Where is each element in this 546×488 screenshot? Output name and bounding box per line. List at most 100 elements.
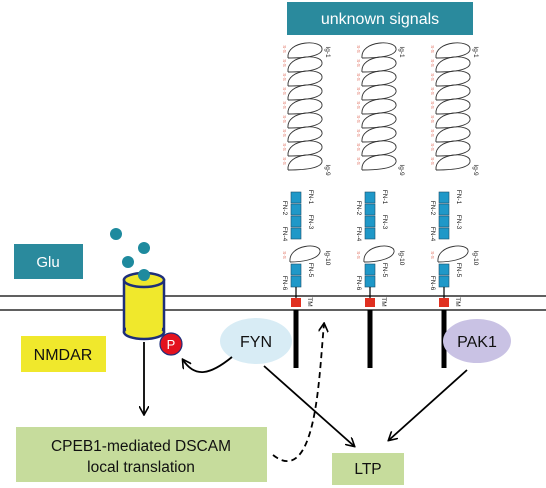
- fyn-label: FYN: [240, 334, 272, 351]
- disulfide-label: S-S: [282, 45, 287, 53]
- fn-domain-box: [364, 263, 376, 276]
- tm-domain-box: [365, 298, 375, 307]
- pak1-label: PAK1: [457, 334, 497, 351]
- disulfide-label: S-S: [430, 129, 435, 137]
- fn-domain-box: [290, 227, 302, 240]
- ig10-label: Ig-10: [398, 251, 405, 266]
- ig-domain-loop: [287, 112, 323, 129]
- tm-label: TM: [306, 297, 313, 306]
- ig-domain-loop: [435, 56, 471, 73]
- bound-glutamate-dot: [138, 269, 150, 281]
- disulfide-label: S-S: [282, 59, 287, 67]
- ig-domain-loop: [287, 98, 323, 115]
- fn-domain-box: [364, 191, 376, 204]
- fn-domain-box: [290, 203, 302, 216]
- disulfide-label: S-S: [356, 101, 361, 109]
- disulfide-label: S-S: [282, 101, 287, 109]
- fyn-kinase: FYN: [220, 318, 292, 364]
- dscam-receptor-3: S-SS-SS-SS-SS-SS-SS-SS-SS-SS-SIg-1Ig-9Ig…: [429, 42, 479, 368]
- disulfide-label: S-S: [430, 45, 435, 53]
- fn-domain-box: [364, 227, 376, 240]
- disulfide-label: S-S: [282, 87, 287, 95]
- fn-domain-box: [290, 263, 302, 276]
- ig-domain-loop: [287, 84, 323, 101]
- ig-domain-loop: [287, 126, 323, 143]
- ig-domain-loop: [435, 126, 471, 143]
- ig-domain-loop: [361, 56, 397, 73]
- disulfide-label: S-S: [430, 157, 435, 165]
- disulfide-label: S-S: [430, 73, 435, 81]
- fn2-label: FN-2: [355, 201, 362, 216]
- ig1-label: Ig-1: [398, 46, 405, 58]
- ig-domain-loop: [361, 112, 397, 129]
- fn4-label: FN-4: [355, 227, 362, 242]
- disulfide-label: S-S: [282, 129, 287, 137]
- unknown-signals-label: unknown signals: [321, 11, 439, 28]
- disulfide-label: S-S: [356, 59, 361, 67]
- fn1-label: FN-1: [455, 190, 462, 205]
- disulfide-label: S-S: [430, 251, 435, 259]
- disulfide-label: S-S: [282, 157, 287, 165]
- fn-domain-box: [438, 275, 450, 288]
- ig10-domain-loop: [363, 245, 395, 263]
- ig-domain-loop: [435, 154, 471, 171]
- cpeb1-label-line2: local translation: [87, 459, 195, 476]
- ig1-label: Ig-1: [324, 46, 331, 58]
- dscam-receptor-1: S-SS-SS-SS-SS-SS-SS-SS-SS-SS-SIg-1Ig-9Ig…: [281, 42, 331, 368]
- phosphate-badge: P: [159, 332, 183, 356]
- glu-box: Glu: [14, 244, 83, 279]
- ig-domain-loop: [361, 42, 397, 59]
- fn3-label: FN-3: [307, 215, 314, 230]
- ig-domain-loop: [361, 126, 397, 143]
- fn-domain-box: [438, 191, 450, 204]
- disulfide-label: S-S: [282, 115, 287, 123]
- ig9-label: Ig-9: [472, 164, 479, 176]
- ig9-label: Ig-9: [398, 164, 405, 176]
- cytoplasmic-tail: [293, 310, 299, 368]
- disulfide-label: S-S: [356, 129, 361, 137]
- fn1-label: FN-1: [307, 190, 314, 205]
- fn1-label: FN-1: [381, 190, 388, 205]
- tm-domain-box: [291, 298, 301, 307]
- fn6-label: FN-6: [355, 276, 362, 291]
- disulfide-label: S-S: [356, 157, 361, 165]
- ig-domain-loop: [361, 140, 397, 157]
- fn-domain-box: [438, 263, 450, 276]
- fn2-label: FN-2: [281, 201, 288, 216]
- arrow-pak1-to-ltp: [389, 369, 468, 440]
- nmdar-label: NMDAR: [34, 347, 93, 364]
- tm-domain-box: [439, 298, 449, 307]
- disulfide-label: S-S: [356, 45, 361, 53]
- tm-label: TM: [380, 297, 387, 306]
- ig-domain-loop: [287, 140, 323, 157]
- phosphate-label: P: [167, 337, 176, 352]
- arrow-fyn-to-ltp: [263, 365, 354, 446]
- ig10-domain-loop: [437, 245, 469, 263]
- ig-domain-loop: [435, 70, 471, 87]
- ig10-label: Ig-10: [472, 251, 479, 266]
- ig-domain-loop: [435, 84, 471, 101]
- ig10-label: Ig-10: [324, 251, 331, 266]
- fn5-label: FN-5: [381, 263, 388, 278]
- cpeb1-label-line1: CPEB1-mediated DSCAM: [51, 438, 231, 455]
- disulfide-label: S-S: [282, 251, 287, 259]
- disulfide-label: S-S: [356, 115, 361, 123]
- cpeb1-translation-box: CPEB1-mediated DSCAM local translation: [16, 427, 267, 482]
- tm-label: TM: [454, 297, 461, 306]
- glutamate-dot: [110, 228, 122, 240]
- ltp-label: LTP: [354, 461, 381, 478]
- disulfide-label: S-S: [430, 87, 435, 95]
- disulfide-label: S-S: [430, 59, 435, 67]
- arrow-cpeb1-to-membrane-dashed: [272, 324, 324, 462]
- ig-domain-loop: [435, 42, 471, 59]
- fn3-label: FN-3: [455, 215, 462, 230]
- ig10-domain-loop: [289, 245, 321, 263]
- ig-domain-loop: [435, 140, 471, 157]
- fn-domain-box: [290, 215, 302, 228]
- ig9-label: Ig-9: [324, 164, 331, 176]
- fn-domain-box: [290, 191, 302, 204]
- disulfide-label: S-S: [430, 101, 435, 109]
- ig-domain-loop: [361, 154, 397, 171]
- fn-domain-box: [290, 275, 302, 288]
